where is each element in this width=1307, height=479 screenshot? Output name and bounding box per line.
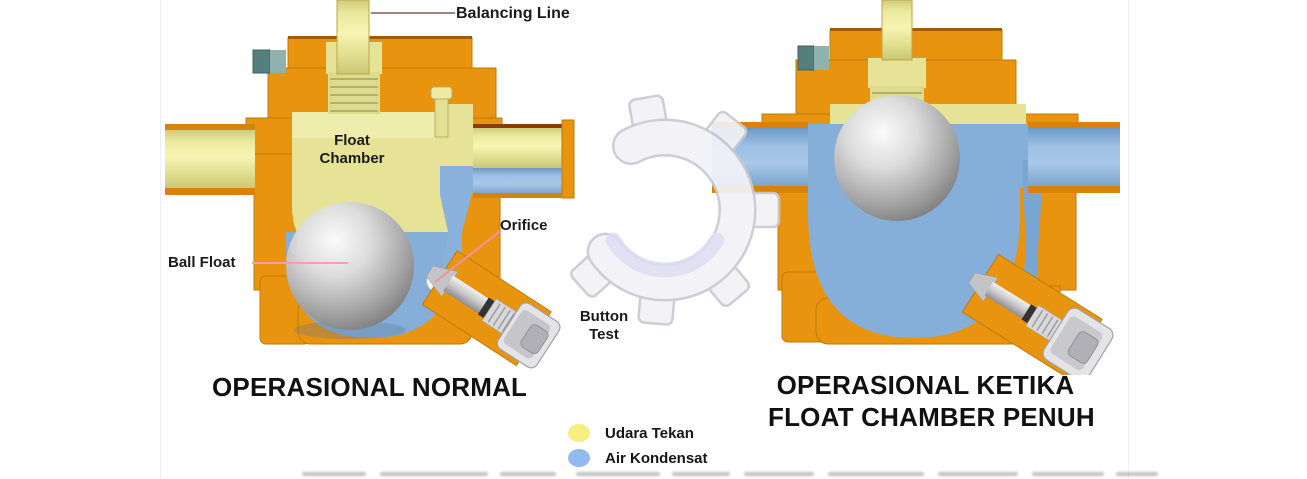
legend: Udara Tekan Air Kondensat bbox=[568, 423, 708, 473]
inlet-pipe bbox=[165, 124, 255, 195]
button-test-label: Button Test bbox=[579, 308, 629, 343]
bottom-crop-artifact bbox=[576, 472, 660, 476]
legend-item-udara-tekan: Udara Tekan bbox=[568, 423, 708, 443]
bottom-crop-artifact bbox=[302, 472, 366, 476]
content-right-edge bbox=[1128, 0, 1129, 479]
condensate-swatch bbox=[568, 449, 590, 467]
bottom-crop-artifact bbox=[744, 472, 814, 476]
ball-float-leader bbox=[252, 262, 348, 264]
ball-float-label: Ball Float bbox=[168, 254, 236, 271]
bottom-crop-artifact bbox=[500, 472, 556, 476]
bottom-crop-artifact bbox=[672, 472, 730, 476]
test-valve-assembly bbox=[421, 250, 561, 369]
mounting-block bbox=[797, 45, 829, 71]
outlet-pipe bbox=[473, 119, 575, 199]
balancing-line-pipe bbox=[881, 0, 913, 61]
legend-item-air-kondensat: Air Kondensat bbox=[568, 448, 708, 468]
gear-watermark-icon bbox=[570, 94, 781, 326]
balancing-line-leader bbox=[371, 12, 455, 14]
balancing-line-pipe bbox=[336, 0, 370, 75]
right-title-line1: OPERASIONAL KETIKA bbox=[776, 370, 1075, 400]
compressed-air-swatch bbox=[568, 424, 590, 442]
right-trap-illustration bbox=[712, 0, 1120, 375]
mounting-block bbox=[252, 49, 286, 74]
left-title: OPERASIONAL NORMAL bbox=[212, 372, 528, 402]
test-valve-assembly bbox=[961, 253, 1114, 375]
bottom-crop-artifact bbox=[380, 472, 488, 476]
bottom-crop-artifact bbox=[828, 472, 924, 476]
body-top-edge bbox=[288, 36, 472, 39]
bottom-crop-artifact bbox=[1116, 472, 1158, 476]
gear-shape bbox=[570, 94, 781, 326]
balancing-line-label: Balancing Line bbox=[456, 5, 570, 22]
body-top-edge bbox=[830, 28, 1002, 31]
legend-label: Udara Tekan bbox=[605, 424, 694, 442]
float-chamber-interior bbox=[292, 42, 473, 268]
right-title-line2: FLOAT CHAMBER PENUH bbox=[768, 401, 1095, 432]
ball-float bbox=[286, 202, 414, 330]
legend-label: Air Kondensat bbox=[605, 449, 708, 467]
left-trap-illustration bbox=[165, 0, 575, 369]
bottom-crop-artifact bbox=[1032, 472, 1104, 476]
content-left-edge bbox=[160, 0, 161, 479]
ball-float bbox=[834, 95, 960, 221]
right-title: OPERASIONAL KETIKA FLOAT CHAMBER PENUH bbox=[768, 370, 1095, 433]
bottom-crop-artifact bbox=[938, 472, 1018, 476]
orifice-label: Orifice bbox=[500, 217, 548, 234]
float-chamber-label: Float Chamber bbox=[319, 132, 385, 167]
